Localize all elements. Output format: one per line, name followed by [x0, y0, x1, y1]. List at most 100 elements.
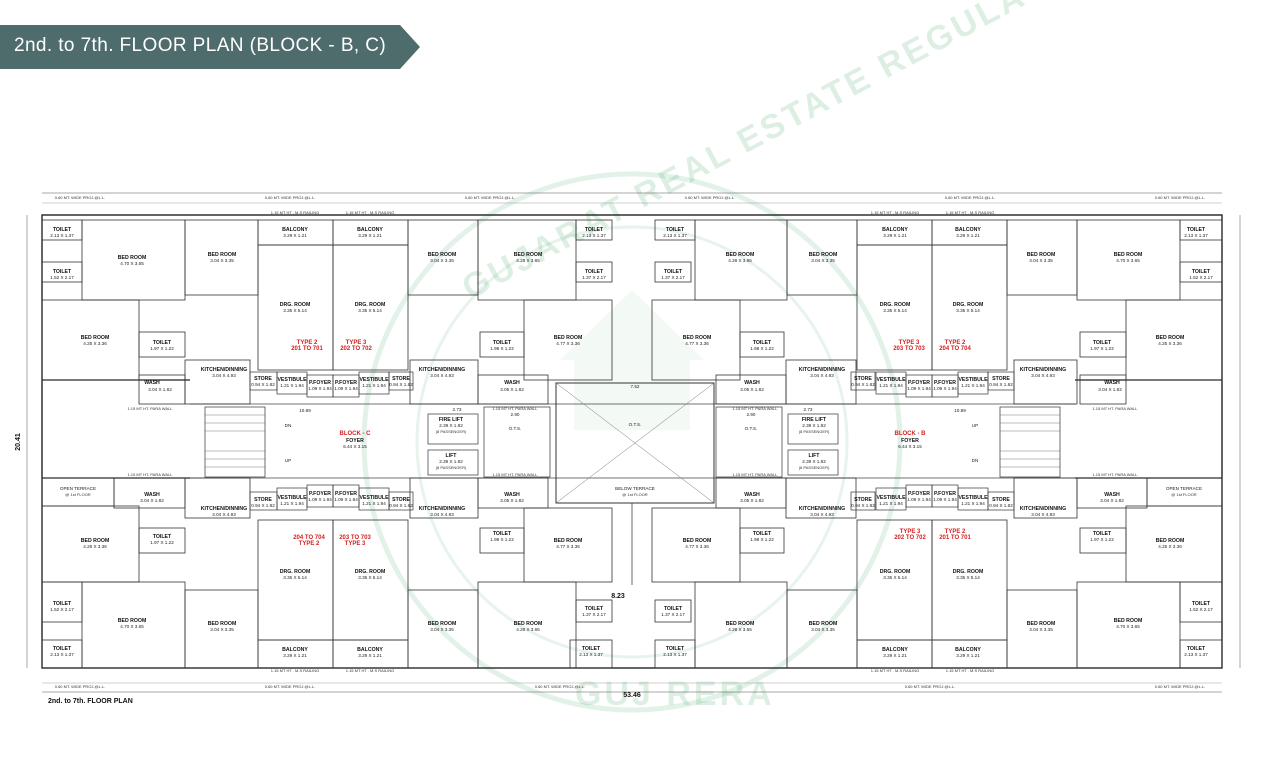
- wash-dim: 3.05 X 1.82: [740, 498, 764, 503]
- stair-dn: DN: [972, 458, 979, 463]
- block-label: BLOCK - B: [895, 431, 927, 437]
- toilet-label: TOILET: [666, 646, 685, 652]
- store-label: STORE: [392, 376, 410, 382]
- drg-dim: 3.35 X 5.14: [956, 575, 980, 580]
- parapet-label: 1.15 MT HT. PARA WALL: [1092, 472, 1138, 477]
- wash-label: WASH: [504, 492, 520, 498]
- toilet-dim: 1.97 X 1.22: [150, 346, 174, 351]
- plan-caption: 2nd. to 7th. FLOOR PLAN: [48, 698, 133, 705]
- vestibule-dim: 1.21 X 1.94: [961, 383, 985, 388]
- toilet-dim: 1.97 X 1.22: [1090, 537, 1114, 542]
- balcony-label: BALCONY: [282, 647, 308, 653]
- lift-dim: 2.39 X 1.82: [802, 459, 826, 464]
- proj-label-top-6: 0.60 MT. WIDE PROJ.@L.L.: [1155, 195, 1206, 200]
- bedroom-dim: 4.25 X 3.36: [83, 341, 107, 346]
- bedroom-dim: 4.77 X 3.36: [556, 544, 580, 549]
- bedroom-label: BED ROOM: [809, 621, 838, 627]
- firelift-dim: 2.39 X 1.82: [802, 423, 826, 428]
- railing-label-top-4: 1.15 MT HT . M.S RAILING: [946, 210, 995, 215]
- firelift-label: FIRE LIFT: [802, 417, 827, 423]
- bedroom-dim: 3.04 X 3.35: [1029, 627, 1053, 632]
- toilet-dim: 2.13 X 1.37: [1184, 233, 1208, 238]
- foyer-dim: 6.44 X 3.15: [343, 444, 367, 449]
- bedroom-dim: 4.70 X 3.65: [120, 624, 144, 629]
- unit-type-label: TYPE 3: [345, 541, 366, 547]
- bedroom-label: BED ROOM: [1114, 618, 1143, 624]
- kitchen-dim: 3.04 X 4.93: [212, 373, 236, 378]
- wash-label: WASH: [1104, 380, 1120, 386]
- bedroom-label: BED ROOM: [208, 252, 237, 258]
- vestibule-dim: 1.21 X 1.94: [879, 383, 903, 388]
- bedroom-label: BED ROOM: [428, 252, 457, 258]
- vestibule-dim: 1.21 X 1.94: [362, 383, 386, 388]
- store-dim: 0.94 X 1.82: [989, 382, 1013, 387]
- toilet-label: TOILET: [664, 269, 683, 275]
- proj-label-bot-3: 0.60 MT. WIDE PROJ.@L.L.: [535, 684, 586, 689]
- toilet-label: TOILET: [666, 227, 685, 233]
- proj-label-bot-4: 0.60 MT. WIDE PROJ.@L.L.: [905, 684, 956, 689]
- bedroom-dim: 4.28 X 3.65: [516, 627, 540, 632]
- dim-273: 2.73: [804, 407, 813, 412]
- parapet-label: 1.15 MT HT. PARA WALL: [492, 406, 538, 411]
- firelift-dim: 2.39 X 1.82: [439, 423, 463, 428]
- unit-number-label: 202 TO 702: [340, 346, 372, 352]
- bedroom-label: BED ROOM: [118, 618, 147, 624]
- drg-dim: 3.35 X 5.14: [883, 575, 907, 580]
- title-banner: 2nd. to 7th. FLOOR PLAN (BLOCK - B, C): [0, 25, 420, 69]
- toilet-dim: 1.37 X 2.17: [582, 612, 606, 617]
- vestibule-label: VESTIBULE: [359, 495, 389, 501]
- toilet-dim: 1.97 X 1.22: [150, 540, 174, 545]
- railing-label-top-3: 1.15 MT HT . M.S RAILING: [871, 210, 920, 215]
- dim-290: 2.90: [747, 412, 756, 417]
- balcony-dim: 3.29 X 1.21: [283, 233, 307, 238]
- pfoyer-label: P.FOYER: [335, 380, 357, 386]
- store-label: STORE: [254, 376, 272, 382]
- toilet-label: TOILET: [753, 340, 772, 346]
- parapet-label: 1.15 MT HT. PARA WALL: [1092, 406, 1138, 411]
- bedroom-dim: 4.70 X 3.65: [120, 261, 144, 266]
- drg-dim: 3.35 X 5.14: [283, 575, 307, 580]
- pfoyer-dim: 1.09 X 1.94: [933, 497, 957, 502]
- open-terrace-floor: @ 1st FLOOR: [65, 492, 91, 497]
- lift-capacity: (8 PASSENGER): [799, 429, 830, 434]
- block-b-bottom: WASH 3.05 X 1.82 KITCHEN/DINNING 3.04 X …: [651, 477, 1223, 669]
- toilet-label: TOILET: [1187, 646, 1206, 652]
- balcony-dim: 3.29 X 1.21: [956, 653, 980, 658]
- toilet-label: TOILET: [493, 340, 512, 346]
- toilet-label: TOILET: [753, 531, 772, 537]
- bedroom-label: BED ROOM: [81, 538, 110, 544]
- watermark-short: GUJ RERA: [575, 675, 775, 713]
- vestibule-dim: 1.21 X 1.94: [879, 501, 903, 506]
- toilet-dim: 1.98 X 1.22: [490, 537, 514, 542]
- foyer-label: FOYER: [901, 438, 919, 444]
- vestibule-label: VESTIBULE: [359, 377, 389, 383]
- store-label: STORE: [854, 376, 872, 382]
- bedroom-dim: 4.28 X 3.65: [516, 258, 540, 263]
- unit-type-label: TYPE 3: [346, 340, 367, 346]
- pfoyer-dim: 1.09 X 1.94: [308, 386, 332, 391]
- dim-1089: 10.89: [299, 408, 311, 413]
- bedroom-label: BED ROOM: [809, 252, 838, 258]
- vestibule-label: VESTIBULE: [277, 495, 307, 501]
- drg-dim: 3.35 X 5.14: [956, 308, 980, 313]
- kitchen-label: KITCHEN/DINNING: [1020, 506, 1066, 512]
- toilet-dim: 1.98 X 1.22: [750, 346, 774, 351]
- kitchen-dim: 3.04 X 4.93: [1031, 373, 1055, 378]
- kitchen-label: KITCHEN/DINNING: [1020, 367, 1066, 373]
- foyer-label: FOYER: [346, 438, 364, 444]
- kitchen-label: KITCHEN/DINNING: [201, 367, 247, 373]
- drg-dim: 3.35 X 5.14: [358, 575, 382, 580]
- ots-left: O.T.S.: [509, 426, 522, 431]
- pfoyer-label: P.FOYER: [309, 380, 331, 386]
- bedroom-label: BED ROOM: [726, 252, 755, 258]
- firelift-label: FIRE LIFT: [439, 417, 464, 423]
- parapet-label: 1.15 MT HT. PARA WALL: [492, 472, 538, 477]
- vestibule-label: VESTIBULE: [958, 377, 988, 383]
- drg-label: DRG. ROOM: [355, 569, 386, 575]
- drg-label: DRG. ROOM: [880, 302, 911, 308]
- bedroom-dim: 3.04 X 3.35: [210, 627, 234, 632]
- wash-label: WASH: [744, 380, 760, 386]
- wash-label: WASH: [744, 492, 760, 498]
- parapet-label: 1.15 MT HT. PARA WALL: [127, 406, 173, 411]
